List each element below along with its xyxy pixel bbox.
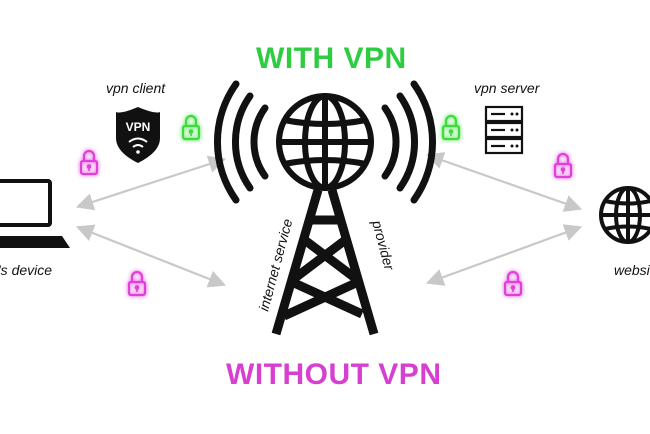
lock-icon-device-bottom: [127, 270, 147, 297]
isp-label-provider: provider: [369, 218, 398, 273]
arrow-device-to-isp-novpn: [75, 224, 227, 288]
website-label: websi: [614, 262, 650, 278]
lock-icon-website-bottom: [503, 270, 523, 297]
arrow-isp-to-website-novpn: [425, 224, 583, 286]
lock-icon-server-right: [553, 152, 573, 179]
cell-tower-icon: [214, 80, 436, 336]
arrow-device-to-isp-vpn: [75, 155, 227, 211]
server-icon: [484, 105, 524, 155]
with-vpn-heading: WITH VPN: [256, 42, 407, 75]
laptop-icon: [0, 179, 70, 248]
lock-icon-vpn-server: [441, 114, 461, 141]
vpn-shield-icon: VPN: [116, 107, 160, 163]
user-device-label: 's device: [0, 262, 53, 278]
arrow-isp-to-website-vpn: [425, 152, 583, 212]
lock-icon-device-top: [79, 149, 99, 176]
connection-arrows: [75, 152, 583, 288]
vpn-badge-text: VPN: [126, 120, 151, 134]
vpn-client-label: vpn client: [106, 80, 166, 96]
globe-icon: [599, 186, 650, 244]
vpn-server-label: vpn server: [474, 80, 540, 96]
lock-icon-vpn-client: [181, 114, 201, 141]
without-vpn-heading: WITHOUT VPN: [226, 358, 442, 391]
